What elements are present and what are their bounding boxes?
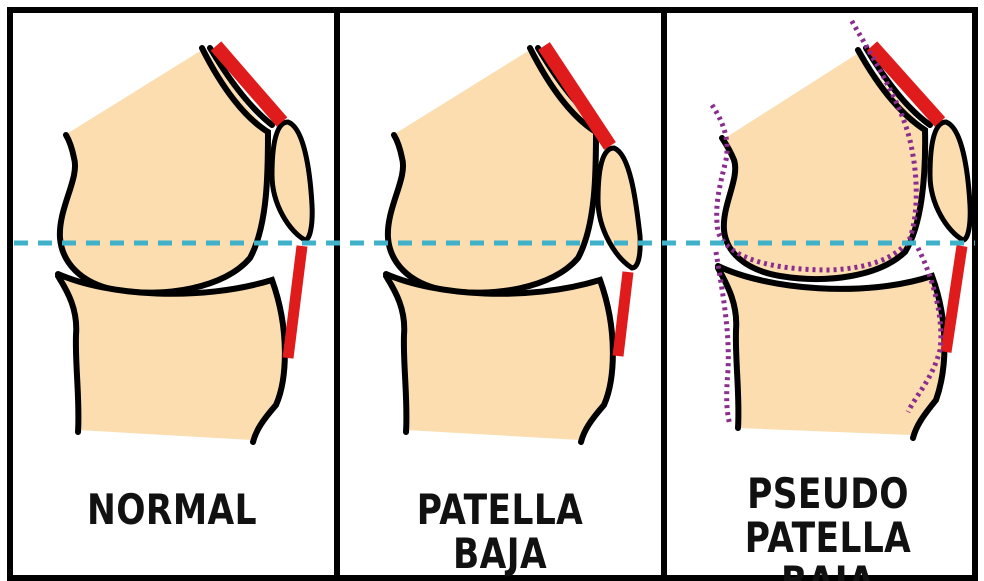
label-normal: NORMAL [41, 488, 303, 532]
patellar-tendon [946, 246, 962, 352]
tibia-shape [60, 276, 284, 440]
patella-shape [272, 122, 312, 240]
label-pseudo-patella-baja: PSEUDO PATELLA BAJA [697, 472, 959, 581]
patella-shape [930, 122, 970, 240]
label-patella-baja: PATELLA BAJA [369, 488, 631, 576]
tibia-shape [388, 276, 612, 440]
panel-pseudo-patella-baja [712, 18, 970, 438]
patellar-tendon [288, 246, 302, 358]
label-pseudo-line1: PSEUDO [697, 472, 959, 516]
patella-shape [598, 148, 640, 268]
patellar-tendon [618, 272, 628, 356]
label-pseudo-line2: PATELLA BAJA [697, 516, 959, 581]
tibia-shape [720, 268, 943, 435]
